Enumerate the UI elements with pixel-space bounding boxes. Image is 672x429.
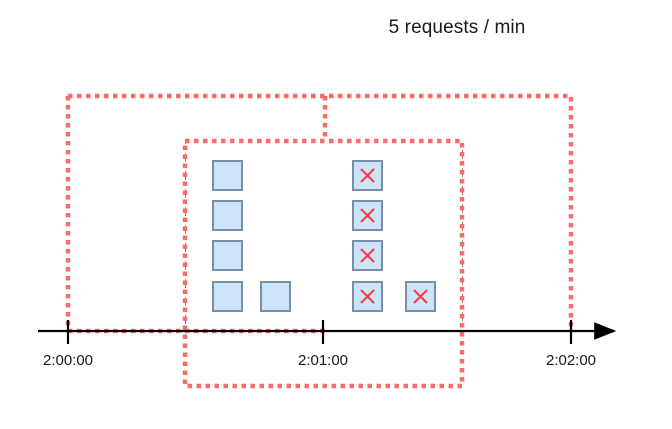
request-marker-accepted (260, 281, 291, 312)
x-icon (413, 289, 428, 304)
time-axis (38, 320, 617, 344)
request-marker-accepted (212, 160, 243, 191)
x-icon (360, 168, 375, 183)
request-marker-rejected (352, 240, 383, 271)
request-marker-accepted (212, 200, 243, 231)
request-marker-rejected (352, 160, 383, 191)
x-icon (360, 208, 375, 223)
request-marker-rejected (352, 281, 383, 312)
sliding-window-1 (65, 93, 574, 334)
request-marker-rejected (352, 200, 383, 231)
x-icon (360, 248, 375, 263)
request-marker-accepted (212, 281, 243, 312)
axis-tick-label-0: 2:00:00 (42, 352, 94, 369)
axis-tick-label-1: 2:01:00 (297, 352, 349, 369)
request-marker-rejected (405, 281, 436, 312)
axis-tick-label-2: 2:02:00 (545, 352, 597, 369)
x-icon (360, 289, 375, 304)
sliding-window-2 (182, 138, 465, 389)
chart-title-text: 5 requests / min (388, 17, 526, 38)
request-marker-accepted (212, 240, 243, 271)
chart-title: 5 requests / min (0, 17, 672, 39)
